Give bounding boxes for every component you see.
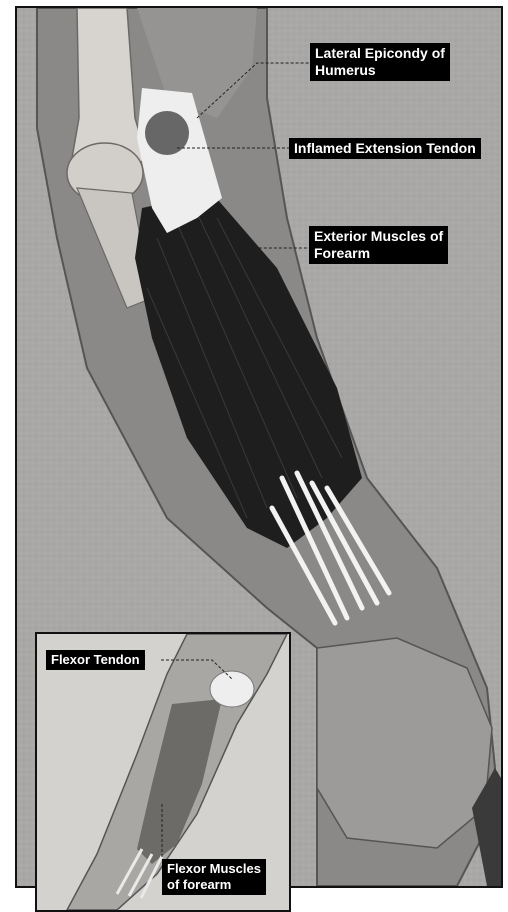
- fist: [317, 638, 492, 848]
- flexor-muscles-label: Flexor Muscles of forearm: [162, 859, 266, 895]
- flexor-tendon-label: Flexor Tendon: [46, 650, 145, 670]
- flexor-inset: Flexor Tendon Flexor Muscles of forearm: [35, 632, 291, 912]
- inflamed-tendon-label: Inflamed Extension Tendon: [289, 138, 481, 159]
- exterior-muscles-label: Exterior Muscles of Forearm: [309, 226, 448, 264]
- lateral-epicondyle-label: Lateral Epicondy of Humerus: [310, 43, 450, 81]
- inset-flexor-tendon: [210, 671, 254, 707]
